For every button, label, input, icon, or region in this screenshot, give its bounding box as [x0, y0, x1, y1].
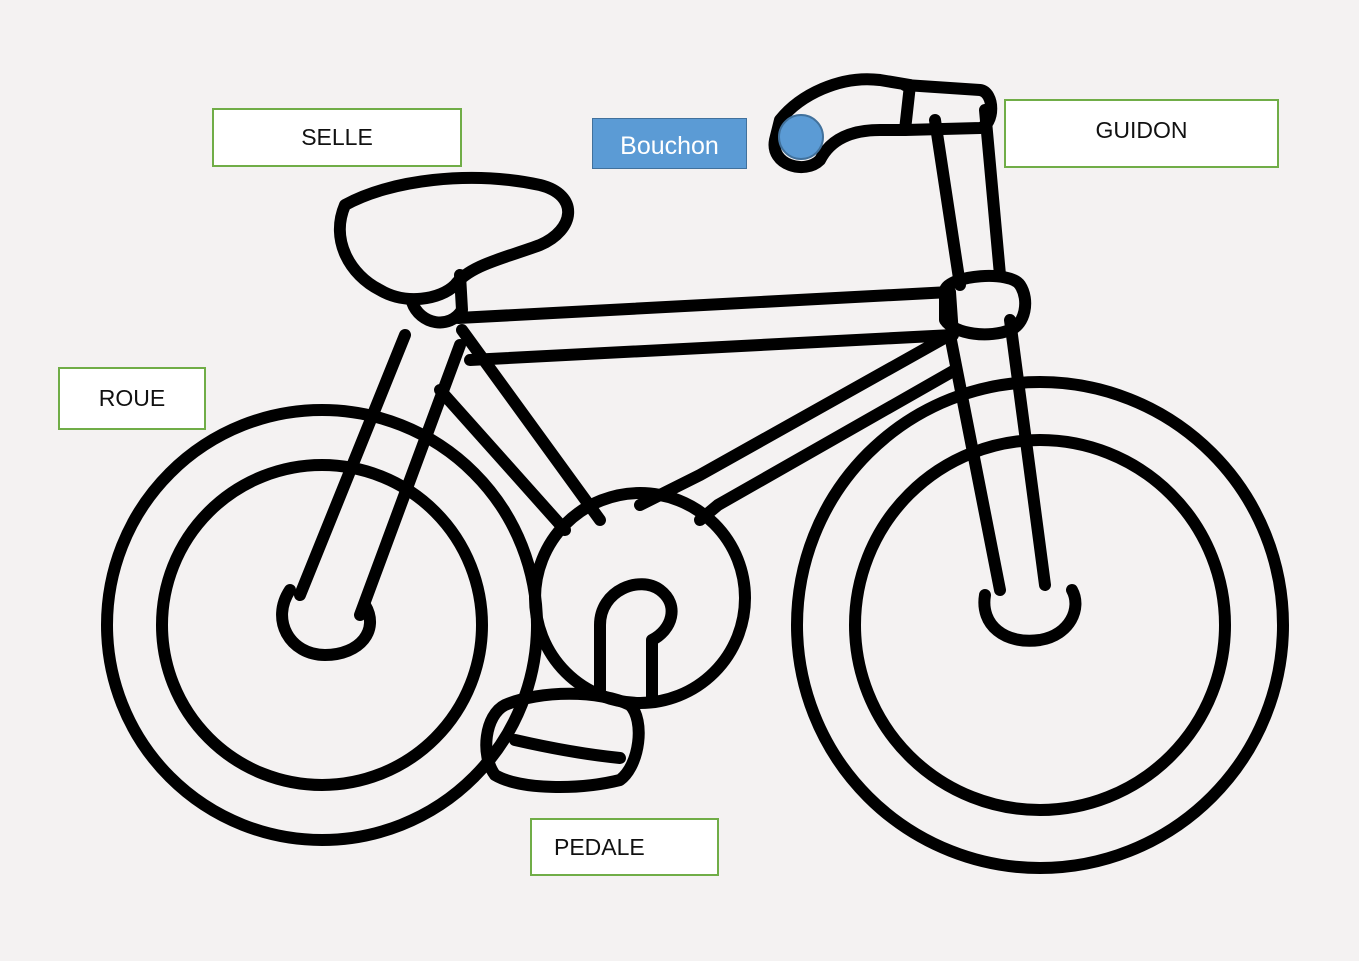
wheel-label-text: ROUE	[98, 385, 166, 411]
seat-post	[406, 269, 468, 329]
crank-arm	[594, 578, 678, 706]
rear-hub	[276, 584, 376, 661]
top-tube	[452, 286, 959, 366]
cap-label: Bouchon	[592, 118, 747, 169]
handlebar-label-text: GUIDON	[1095, 117, 1188, 143]
front-hub	[978, 584, 1082, 647]
fork	[944, 314, 1051, 596]
seat-tube	[434, 324, 606, 536]
chainring	[529, 487, 751, 709]
cap-dot	[778, 114, 824, 160]
handlebar-clamp	[899, 79, 998, 136]
rear-stay	[294, 329, 466, 621]
pedal-label: PEDALE	[530, 818, 719, 876]
cap-label-text: Bouchon	[620, 132, 719, 160]
saddle-label-text: SELLE	[301, 124, 373, 150]
rear-wheel	[101, 404, 543, 846]
handlebar-grip	[768, 73, 916, 174]
head-collar	[939, 269, 1032, 341]
front-wheel	[791, 376, 1289, 874]
pedal-line	[509, 734, 626, 764]
wheel-label: ROUE	[58, 367, 206, 430]
handlebar-label: GUIDON	[1004, 99, 1279, 168]
saddle	[334, 171, 575, 306]
pedal	[480, 687, 645, 793]
pedal-label-text: PEDALE	[554, 833, 645, 860]
saddle-label: SELLE	[212, 108, 462, 167]
stem	[929, 104, 1006, 291]
